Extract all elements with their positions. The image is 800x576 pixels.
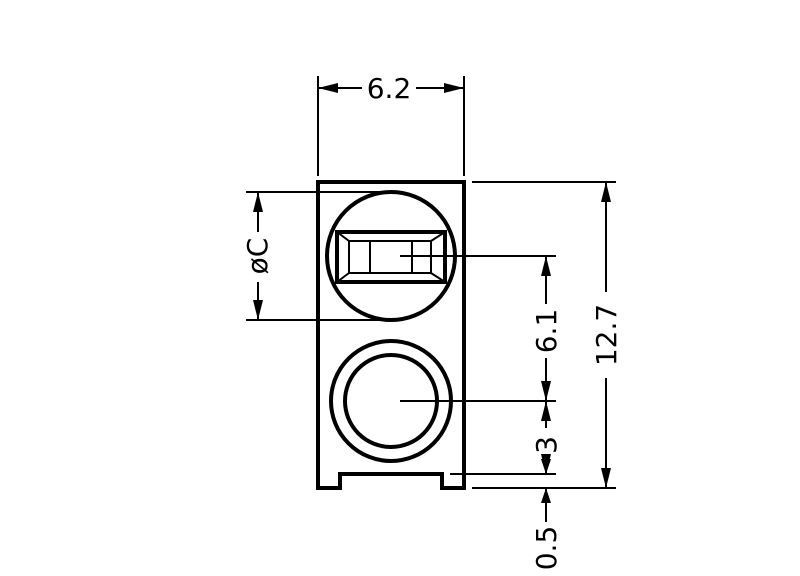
- package-body-outline: [316, 180, 466, 490]
- standoff-label: 0.5: [530, 526, 563, 571]
- diameter-label: øC: [241, 238, 274, 275]
- pitch-label: 6.1: [530, 309, 563, 354]
- width-dimension: [317, 76, 465, 176]
- height-label: 12.7: [590, 304, 623, 366]
- diameter-dimension: [246, 191, 391, 321]
- lower-offset-label: 3: [530, 436, 563, 454]
- standoff-dimension: [541, 459, 551, 522]
- width-label: 6.2: [367, 72, 412, 105]
- height-dimension: [472, 181, 616, 489]
- pitch-dimension: [541, 256, 551, 401]
